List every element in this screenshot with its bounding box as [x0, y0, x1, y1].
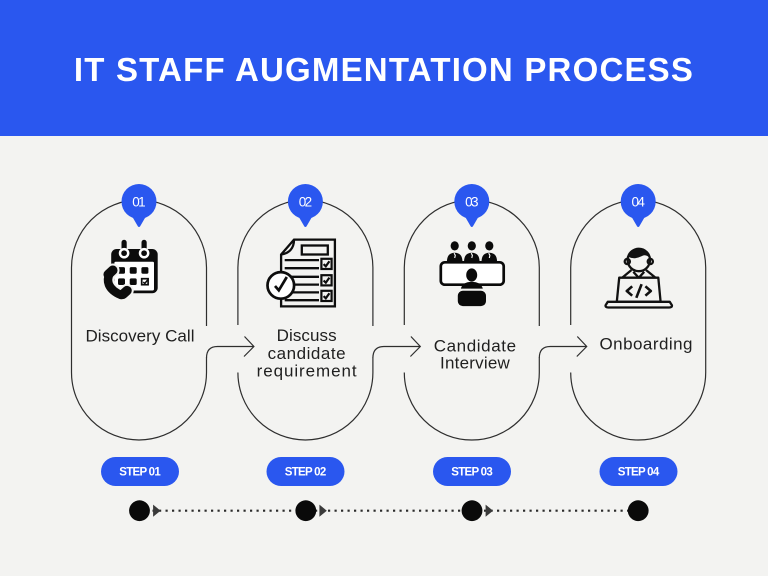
svg-text:01: 01	[132, 195, 145, 210]
svg-text:03: 03	[465, 195, 478, 210]
svg-text:candidate: candidate	[268, 344, 346, 363]
svg-text:Candidate: Candidate	[434, 337, 516, 356]
svg-text:STEP 04: STEP 04	[618, 467, 660, 479]
svg-text:STEP 03: STEP 03	[451, 467, 493, 479]
svg-text:Discuss: Discuss	[277, 326, 337, 345]
svg-text:IT STAFF AUGMENTATION PROCESS: IT STAFF AUGMENTATION PROCESS	[74, 51, 694, 88]
svg-text:Onboarding: Onboarding	[600, 334, 693, 353]
svg-text:04: 04	[632, 195, 646, 210]
svg-text:STEP 01: STEP 01	[119, 467, 161, 479]
svg-text:Interview: Interview	[440, 353, 511, 372]
svg-text:Discovery Call: Discovery Call	[86, 327, 195, 346]
svg-text:requirement: requirement	[257, 362, 357, 381]
svg-text:02: 02	[299, 195, 312, 210]
svg-text:STEP 02: STEP 02	[285, 467, 327, 479]
